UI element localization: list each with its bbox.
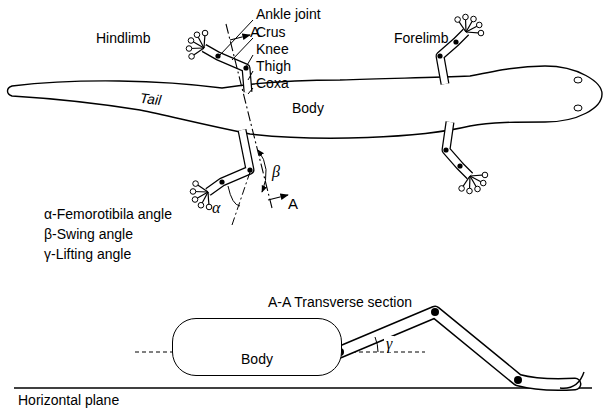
section-mark: A [288, 196, 298, 212]
section-foot [560, 372, 584, 388]
section-leg [340, 312, 575, 385]
eye [574, 77, 582, 83]
joint [443, 147, 448, 152]
limb [446, 122, 470, 176]
joint [219, 179, 224, 184]
toe-pad [193, 181, 199, 187]
joint [437, 53, 442, 58]
beta-arc [258, 150, 266, 192]
limb [446, 122, 470, 176]
reference-line [232, 172, 250, 225]
toe-pad [198, 202, 204, 208]
legend-note: β-Swing angle [44, 226, 133, 242]
part-name: Thigh [256, 58, 291, 74]
section-arrow [268, 195, 288, 200]
joint [457, 163, 462, 168]
angle-symbol: γ [384, 336, 394, 352]
gamma-arc [375, 337, 378, 352]
limbs [186, 14, 488, 210]
toe-pad [190, 189, 196, 195]
part-name: Ankle joint [256, 6, 321, 22]
angle-symbol: α [212, 200, 220, 216]
legend-note: γ-Lifting angle [44, 246, 131, 262]
legend-note: α-Femorotibila angle [44, 206, 172, 222]
part-name: Coxa [256, 75, 289, 91]
part-name: Tail [139, 90, 162, 108]
toe-pad [475, 186, 481, 192]
joint [336, 348, 344, 356]
toe-pad [202, 30, 208, 36]
toe-pad [192, 197, 198, 203]
joint [247, 167, 252, 172]
part-name: Crus [256, 24, 286, 40]
alpha-arc [228, 186, 240, 206]
toe-pad [206, 204, 212, 210]
angle-symbol: β [272, 164, 280, 180]
eye [574, 105, 582, 111]
leader-lines [220, 20, 253, 94]
toe-pad [186, 46, 192, 52]
toe-pad [482, 172, 488, 178]
toe-pad [471, 16, 477, 22]
part-name: Hindlimb [96, 30, 150, 46]
plane-label: Horizontal plane [18, 392, 119, 408]
body-section: Body [172, 318, 342, 376]
part-name: Knee [256, 41, 289, 57]
joint [453, 39, 458, 44]
limb [208, 130, 250, 192]
toe-pad [455, 17, 461, 23]
toe-pad [459, 186, 465, 192]
part-name: Forelimb [394, 30, 448, 46]
body-label: Body [233, 347, 281, 375]
gecko-outline [8, 66, 603, 138]
toe-pad [478, 30, 484, 36]
toe-pad [189, 54, 195, 60]
ground-line [14, 387, 592, 388]
toe-pad [476, 22, 482, 28]
toe-pad [188, 38, 194, 44]
toe-pad [463, 14, 469, 20]
joint [514, 376, 522, 384]
section-arrow [230, 35, 250, 40]
section-leg [340, 312, 575, 385]
joint [431, 308, 439, 316]
section-title: A-A Transverse section [268, 294, 412, 310]
reference-line [135, 352, 425, 353]
toe-pad [480, 180, 486, 186]
limb [208, 130, 250, 192]
joint [215, 53, 220, 58]
part-name: Body [292, 100, 324, 116]
section-mark: A [250, 24, 260, 40]
toe-pad [194, 32, 200, 38]
toe-pad [467, 188, 473, 194]
